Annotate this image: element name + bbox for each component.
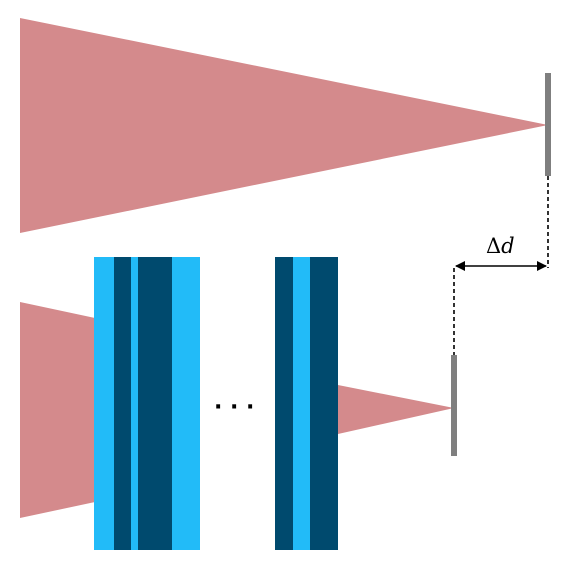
bottom-output-beam (338, 385, 454, 434)
delta-variable: d (501, 234, 514, 258)
layer-dark-2 (138, 257, 172, 550)
layer-light-2 (131, 257, 138, 550)
top-screen (545, 73, 551, 176)
layer-light-4 (293, 257, 310, 550)
top-beam-cone (20, 18, 548, 233)
delta-symbol: Δ (486, 234, 501, 258)
ellipsis-dots: · · · (214, 395, 254, 420)
bottom-input-beam (20, 302, 95, 518)
layer-light-1 (94, 257, 114, 550)
layer-dark-4 (310, 257, 338, 550)
layer-stack-left (94, 257, 200, 550)
bottom-screen (451, 355, 457, 456)
layer-light-3 (172, 257, 200, 550)
layer-dark-1 (114, 257, 131, 550)
layer-dark-3 (275, 257, 293, 550)
delta-d-label: Δd (486, 234, 515, 258)
layer-stack-right (275, 257, 338, 550)
